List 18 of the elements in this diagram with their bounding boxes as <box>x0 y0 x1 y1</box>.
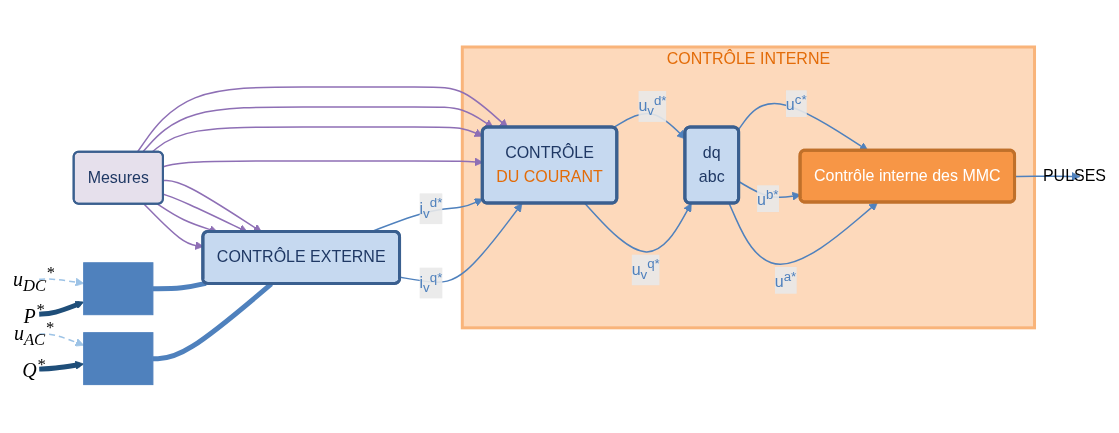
arrow <box>38 278 85 287</box>
arrow <box>38 333 85 347</box>
arrow <box>39 361 85 372</box>
arrow <box>141 106 494 154</box>
node-bar <box>83 332 154 386</box>
arrow <box>728 202 878 266</box>
arrow <box>39 301 85 317</box>
arrow <box>136 86 509 154</box>
connector <box>152 281 207 292</box>
arrow <box>584 203 692 253</box>
node-bar <box>83 262 154 316</box>
node-text: Q$^{*}$ <box>22 355 46 382</box>
edge-label: u$^{b*}$ <box>757 187 779 209</box>
arrow <box>1014 172 1081 182</box>
node-text: PULSES <box>1042 167 1106 185</box>
edge-label: u$^{c*}$ <box>785 92 807 114</box>
edge-label: u$^{a*}$ <box>774 269 797 291</box>
connector <box>152 282 273 362</box>
